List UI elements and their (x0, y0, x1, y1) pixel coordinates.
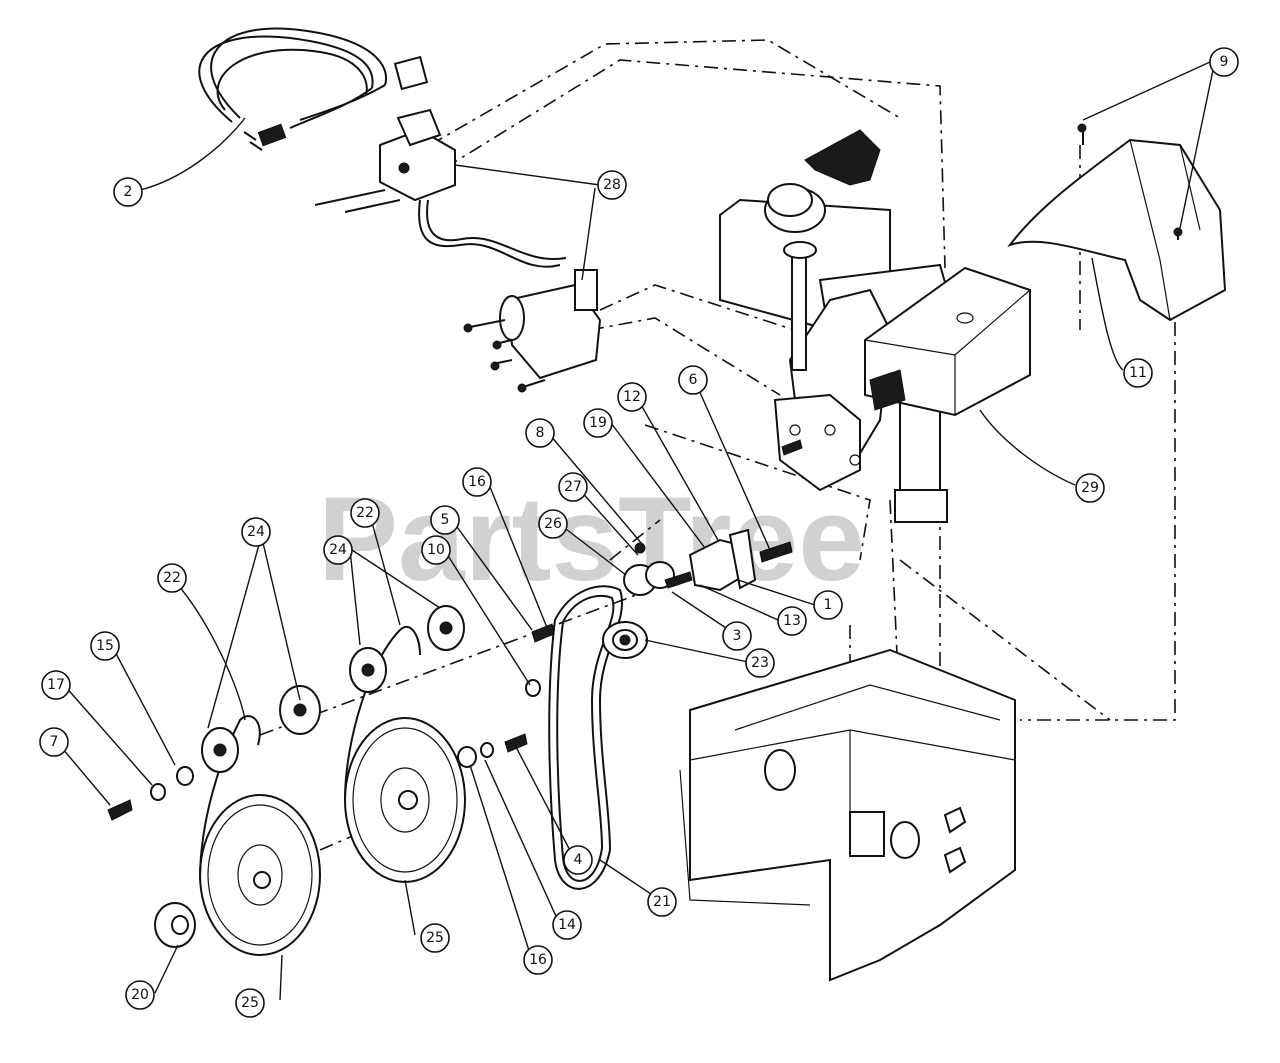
svg-text:7: 7 (50, 734, 59, 750)
callout-29: 29 (1075, 473, 1105, 503)
callout-14: 14 (552, 910, 582, 940)
callout-bubbles: 2 28 9 11 29 6 12 19 8 27 26 16 5 10 1 1… (39, 47, 1239, 1018)
svg-text:20: 20 (131, 987, 149, 1003)
svg-text:4: 4 (574, 852, 583, 868)
svg-text:3: 3 (733, 628, 742, 644)
power-cord (198, 27, 429, 151)
callout-22: 22 (350, 498, 380, 528)
callout-20: 20 (125, 980, 155, 1010)
svg-text:26: 26 (544, 516, 562, 532)
engine-shroud (864, 266, 1031, 417)
svg-text:2: 2 (124, 184, 133, 200)
svg-text:15: 15 (96, 638, 114, 654)
svg-text:27: 27 (564, 479, 582, 495)
svg-text:8: 8 (536, 425, 545, 441)
svg-text:16: 16 (468, 474, 486, 490)
svg-text:29: 29 (1081, 480, 1099, 496)
svg-text:22: 22 (356, 505, 374, 521)
callout-27: 27 (558, 472, 588, 502)
callout-21: 21 (647, 887, 677, 917)
svg-text:25: 25 (426, 930, 444, 946)
svg-text:24: 24 (247, 524, 265, 540)
svg-text:19: 19 (589, 415, 607, 431)
svg-text:16: 16 (529, 952, 547, 968)
hardware-fasteners (107, 439, 803, 948)
callout-10: 10 (421, 535, 451, 565)
callout-25: 25 (420, 923, 450, 953)
callout-16: 16 (462, 467, 492, 497)
frame-housing (679, 648, 1016, 982)
watermark: PartsTree (318, 472, 865, 606)
callout-26: 26 (538, 509, 568, 539)
svg-text:14: 14 (558, 917, 576, 933)
callout-13: 13 (777, 606, 807, 636)
svg-text:5: 5 (441, 512, 450, 528)
svg-text:21: 21 (653, 894, 671, 910)
callout-19: 19 (583, 408, 613, 438)
callout-16: 16 (523, 945, 553, 975)
callout-2: 2 (113, 177, 143, 207)
callout-5: 5 (430, 505, 460, 535)
callout-9: 9 (1209, 47, 1239, 77)
svg-text:23: 23 (751, 655, 769, 671)
callout-11: 11 (1123, 358, 1153, 388)
starter-switch-box (314, 108, 567, 268)
callout-23: 23 (745, 648, 775, 678)
callout-22: 22 (157, 563, 187, 593)
callout-7: 7 (39, 727, 69, 757)
callout-1: 1 (813, 590, 843, 620)
electric-starter-motor (463, 269, 602, 393)
belts-and-pulleys (199, 585, 648, 956)
svg-text:25: 25 (241, 995, 259, 1011)
svg-text:1: 1 (824, 597, 833, 613)
callout-17: 17 (41, 670, 71, 700)
callout-28: 28 (597, 170, 627, 200)
svg-text:11: 11 (1129, 365, 1147, 381)
callout-25: 25 (235, 988, 265, 1018)
svg-text:12: 12 (623, 389, 641, 405)
svg-text:24: 24 (329, 542, 347, 558)
callout-24: 24 (241, 517, 271, 547)
callout-leaders (56, 61, 1214, 1001)
svg-text:6: 6 (689, 372, 698, 388)
callout-12: 12 (617, 382, 647, 412)
callout-8: 8 (525, 418, 555, 448)
svg-text:9: 9 (1220, 54, 1229, 70)
svg-text:13: 13 (783, 613, 801, 629)
callout-4: 4 (563, 845, 593, 875)
callout-24: 24 (323, 535, 353, 565)
callout-3: 3 (722, 621, 752, 651)
callout-6: 6 (678, 365, 708, 395)
svg-text:28: 28 (603, 177, 621, 193)
belt-cover (1007, 123, 1227, 322)
svg-text:10: 10 (427, 542, 445, 558)
svg-text:17: 17 (47, 677, 65, 693)
callout-15: 15 (90, 631, 120, 661)
svg-text:22: 22 (163, 570, 181, 586)
